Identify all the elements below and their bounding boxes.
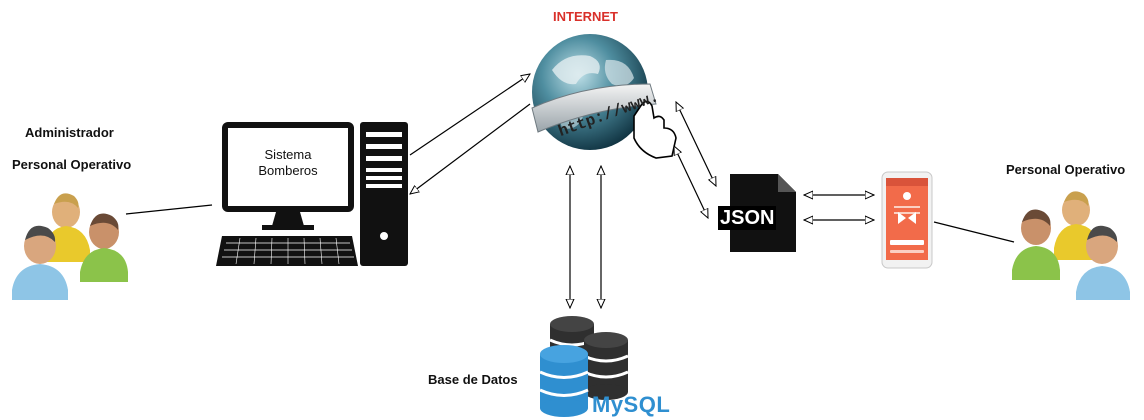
internet-globe-icon: [531, 34, 677, 159]
users-group-right-icon: [1012, 191, 1130, 300]
operative-staff-left-label: Personal Operativo: [12, 157, 132, 172]
operative-staff-right-label: Personal Operativo: [1006, 162, 1126, 177]
system-name-line2: Bomberos: [258, 163, 318, 178]
mysql-database-icon: [539, 316, 629, 417]
connector-phone-to-users: [933, 221, 1015, 243]
arrow-globe-json-2: [673, 146, 709, 218]
connection-arrows: [410, 74, 874, 308]
system-name-line1: Sistema: [264, 147, 312, 162]
users-group-left-icon: [12, 193, 128, 300]
arrow-internet-to-computer: [410, 103, 531, 194]
administrator-label: Administrador: [25, 125, 114, 140]
computer-screen-text: Sistema Bomberos: [232, 147, 344, 179]
mysql-label: MySQL: [592, 392, 671, 417]
connector-users-to-computer: [125, 204, 213, 215]
desktop-computer-icon: [216, 122, 408, 266]
internet-label: INTERNET: [553, 9, 618, 24]
json-label: JSON: [718, 206, 777, 230]
database-label: Base de Datos: [428, 372, 518, 387]
arrow-globe-json-1: [675, 102, 717, 186]
mobile-phone-app-icon: [881, 171, 933, 269]
arrow-computer-to-internet: [409, 74, 530, 156]
